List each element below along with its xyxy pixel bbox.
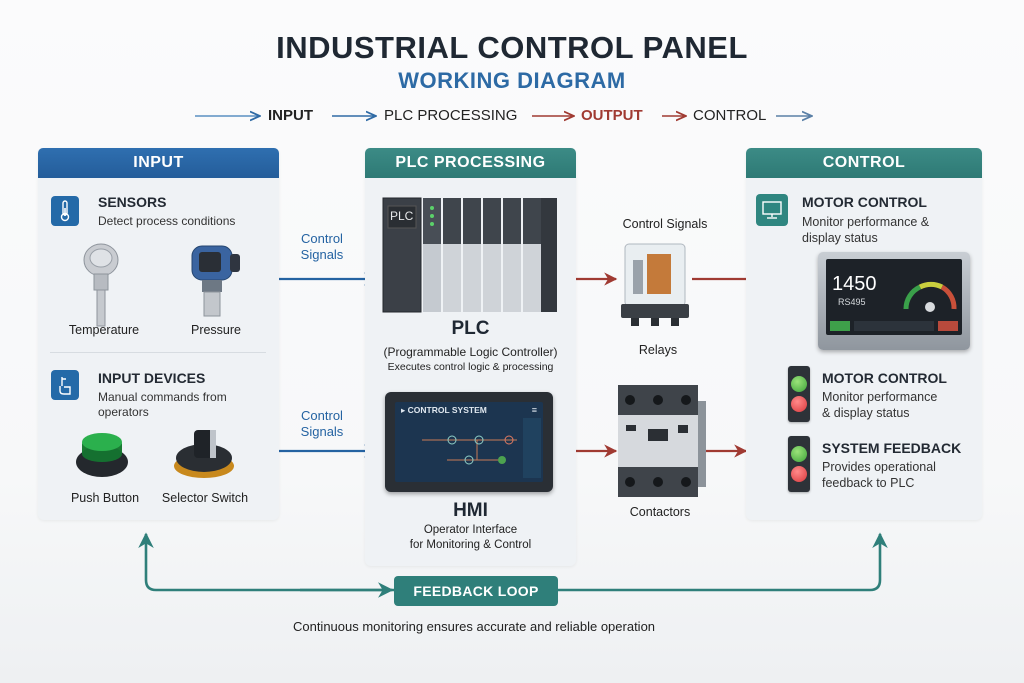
feedback-loop-left [138,532,394,592]
input-devices-desc-2: operators [98,405,149,419]
system-feedback-desc-2: feedback to PLC [822,476,915,490]
process-flow-strip: INPUT PLC PROCESSING OUTPUT CONTROL [0,104,1024,128]
signals-line-2: Signals [300,424,344,439]
system-feedback-desc-1: Provides operational [822,460,936,474]
sensors-title: SENSORS [98,194,167,210]
section-divider [50,352,266,353]
hmi-side-buttons [523,418,541,478]
selector-switch-caption: Selector Switch [161,491,249,505]
flow-step-input: INPUT [268,107,313,124]
hmi-process-graphic [422,435,517,465]
menu-icon: ≡ [531,405,537,415]
contactor-image [618,385,706,497]
plc-title: PLC [451,318,490,339]
flow-arrows [195,104,1024,128]
hmi-desc-1: Operator Interface [423,524,518,536]
control-panel: CONTROL MOTOR CONTROL Monitor performanc… [746,148,982,520]
io-modules [443,198,541,312]
temperature-caption: Temperature [68,323,140,337]
flow-step-plc: PLC PROCESSING [384,107,518,124]
signals-line-2: Signals [300,247,344,262]
feedback-loop-right [558,532,888,592]
thermometer-icon [51,196,79,226]
sensors-desc: Detect process conditions [98,214,236,228]
red-light [791,396,807,412]
hmi-title: HMI [453,500,488,521]
plc-panel-header: PLC PROCESSING [365,148,576,178]
plc-description: Executes control logic & processing [387,361,554,373]
hmi-desc-2: for Monitoring & Control [409,539,532,551]
hmi-screen: ▸ CONTROL SYSTEM ≡ [395,402,543,482]
hand-press-icon [51,370,79,400]
motor-control-title: MOTOR CONTROL [802,194,927,210]
plc-subtitle: (Programmable Logic Controller) [383,345,558,359]
control-signals-label-bottom: Control Signals [290,408,354,440]
selector-switch-image [174,430,234,478]
hmi-screen-title-text: CONTROL SYSTEM [407,405,487,415]
plc-processing-panel: PLC PROCESSING PLC PLC (Programmable Log… [365,148,576,566]
plc-rack-image: PLC [382,190,561,314]
gauge-image [903,281,957,312]
contactors-caption: Contactors [629,505,691,519]
diagram-subtitle: WORKING DIAGRAM [398,68,626,93]
motor-indicator-light [788,366,810,422]
pressure-caption: Pressure [190,323,242,337]
red-light [791,466,807,482]
relays-caption: Relays [638,343,678,357]
green-light [791,446,807,462]
green-light [791,376,807,392]
flow-step-output: OUTPUT [581,107,643,124]
input-panel-header: INPUT [38,148,279,178]
diagram-title: INDUSTRIAL CONTROL PANEL [276,30,748,65]
monitor-icon [756,194,788,226]
control-signals-label-top: Control Signals [290,231,354,263]
footnote: Continuous monitoring ensures accurate a… [292,619,656,634]
motor-control-desc-2: display status [802,231,878,245]
plc-device-label: PLC [390,209,414,223]
push-button-image [76,433,128,477]
motor-display-screen: 1450 RS495 [826,259,962,335]
input-devices-title: INPUT DEVICES [98,370,206,386]
motor-control-2-desc-1: Monitor performance [822,390,938,404]
motor-control-desc-1: Monitor performance & [802,215,930,229]
output-control-signals-label: Control Signals [622,217,708,231]
motor-speed-value: 1450 [832,273,877,295]
push-button-caption: Push Button [70,491,140,505]
input-panel: INPUT SENSORS Detect process conditions … [38,148,279,520]
signals-line-1: Control [301,408,343,423]
system-feedback-title: SYSTEM FEEDBACK [822,440,962,456]
hmi-screen-title: ▸ CONTROL SYSTEM [401,405,487,415]
feedback-loop-label: FEEDBACK LOOP [394,576,558,606]
motor-control-2-desc-2: & display status [822,406,910,420]
relay-image [621,243,689,326]
motor-display-device: 1450 RS495 [818,252,970,350]
hmi-panel-image: ▸ CONTROL SYSTEM ≡ [385,392,553,492]
pressure-sensor-image [191,245,240,317]
feedback-indicator-light [788,436,810,492]
motor-control-2-title: MOTOR CONTROL [822,370,947,386]
input-devices-desc-1: Manual commands from [98,390,227,404]
display-status-bar [830,321,958,331]
signals-line-1: Control [301,231,343,246]
flow-step-control: CONTROL [693,107,767,124]
temperature-sensor-image [83,243,119,327]
motor-unit-label: RS495 [838,297,866,307]
control-panel-header: CONTROL [746,148,982,178]
